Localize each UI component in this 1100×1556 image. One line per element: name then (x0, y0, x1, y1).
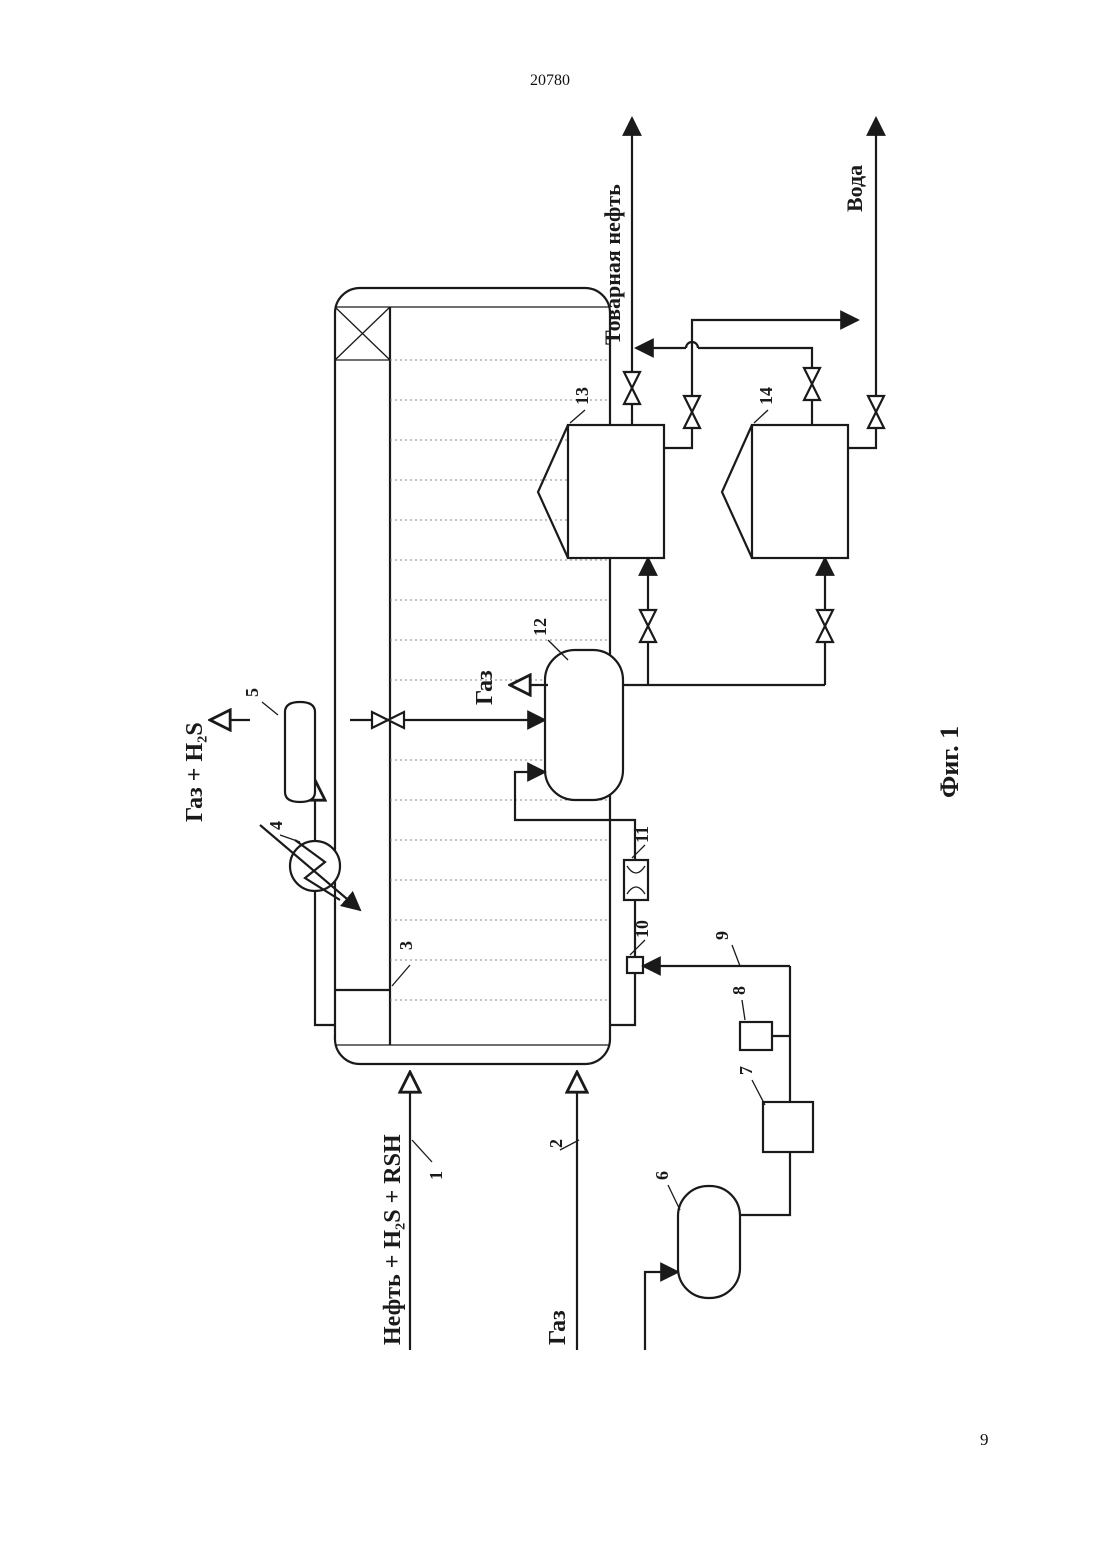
tank-6 (678, 1186, 740, 1298)
leader-6 (668, 1185, 680, 1210)
line-into-tank-6 (645, 1272, 678, 1350)
equipment-number-3: 3 (396, 941, 416, 950)
equipment-number-14: 14 (756, 387, 776, 405)
label-overhead-gas: Газ + H₂S (182, 722, 208, 822)
line-column-bottom (610, 972, 635, 1025)
equipment-number-2: 2 (546, 1139, 566, 1148)
valve-14-top (804, 368, 820, 400)
valve-13-top (624, 372, 640, 404)
label-water: Вода (842, 165, 867, 212)
leader-5 (262, 702, 278, 715)
mixer-10 (627, 957, 643, 973)
figure-caption: Фиг. 1 (935, 726, 964, 798)
line-6-to-7 (740, 1152, 790, 1215)
label-product-oil: Товарная нефть (600, 184, 625, 345)
leader-8 (742, 1000, 745, 1020)
line-14-oil-out (698, 348, 812, 425)
separator-12 (545, 650, 623, 800)
leader-7 (752, 1080, 765, 1105)
pump-7 (763, 1102, 813, 1152)
label-gas-feed: Газ (545, 1310, 571, 1345)
equipment-number-10: 10 (632, 920, 652, 938)
label-oil-feed: Нефть + H₂S + RSH (380, 1134, 406, 1345)
equipment-number-9: 9 (712, 931, 732, 940)
leader-10 (630, 940, 645, 955)
valve-to-13 (640, 610, 656, 642)
leader-14 (754, 410, 768, 423)
equipment-number-6: 6 (652, 1171, 672, 1180)
equipment-number-12: 12 (530, 618, 550, 636)
line-column-overhead (315, 890, 335, 1025)
equipment-number-11: 11 (632, 826, 652, 843)
leader-9 (732, 945, 740, 966)
equipment-number-5: 5 (242, 688, 262, 697)
valve-to-14 (817, 610, 833, 642)
static-mixer-11 (624, 860, 648, 900)
valve-13-bottom (684, 396, 700, 428)
equipment-number-8: 8 (729, 986, 749, 995)
meter-8 (740, 1022, 772, 1050)
leader-1 (412, 1140, 432, 1162)
equipment-number-13: 13 (572, 387, 592, 405)
equipment-number-4: 4 (266, 821, 286, 830)
equipment-number-1: 1 (426, 1171, 446, 1180)
label-separator-gas: Газ (472, 670, 498, 705)
leader-4 (280, 835, 300, 842)
separator-5 (285, 702, 315, 802)
tank-14 (722, 425, 848, 558)
valve-14-bottom (868, 396, 884, 428)
equipment-number-7: 7 (736, 1066, 756, 1075)
